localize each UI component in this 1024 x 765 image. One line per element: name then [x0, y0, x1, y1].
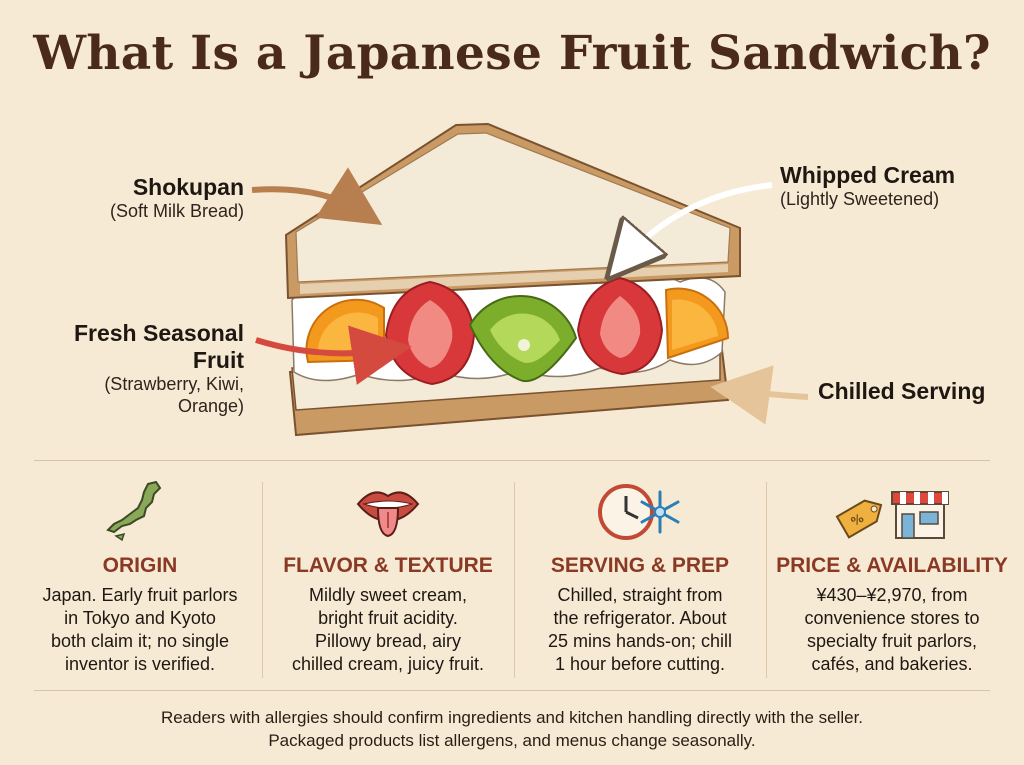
shokupan-label: Shokupan (Soft Milk Bread): [70, 174, 244, 223]
flavor-line: bright fruit acidity.: [318, 608, 458, 628]
origin-column: ORIGIN Japan. Early fruit parlors in Tok…: [20, 478, 260, 676]
fresh-fruit-arrow: [255, 325, 412, 385]
allergy-footer-note: Readers with allergies should confirm in…: [0, 706, 1024, 752]
top-bread-slice: [284, 122, 741, 300]
price-line: convenience stores to: [804, 608, 980, 628]
origin-line: Japan. Early fruit parlors: [42, 585, 238, 605]
orange-slice-right: [664, 287, 730, 360]
flavor-line: Mildly sweet cream,: [308, 585, 468, 605]
flavor-line: chilled cream, juicy fruit.: [291, 654, 485, 674]
shokupan-label-title: Shokupan: [132, 174, 244, 200]
whipped-cream-label: Whipped Cream (Lightly Sweetened): [780, 162, 1010, 211]
footer-line: Readers with allergies should confirm in…: [160, 708, 864, 727]
chilled-serving-arrow: [710, 365, 809, 425]
column-separator: [262, 482, 263, 678]
clock-snowflake-icon: [598, 484, 680, 540]
fresh-fruit-label-title: Fresh Seasonal Fruit: [73, 320, 244, 373]
chilled-serving-label: Chilled Serving: [818, 378, 1008, 405]
whipped-cream-arrow: [622, 182, 773, 262]
flavor-line: Pillowy bread, airy: [314, 631, 462, 651]
serving-line: 25 mins hands-on; chill: [547, 631, 733, 651]
flavor-body: Mildly sweet cream, bright fruit acidity…: [268, 584, 508, 676]
fresh-fruit-label: Fresh Seasonal Fruit (Strawberry, Kiwi, …: [20, 320, 244, 417]
serving-line: 1 hour before cutting.: [554, 654, 726, 674]
footer-line: Packaged products list allergens, and me…: [268, 731, 756, 750]
column-separator: [514, 482, 515, 678]
serving-heading: SERVING & PREP: [550, 554, 730, 577]
chilled-serving-label-title: Chilled Serving: [818, 378, 986, 404]
price-line: ¥430–¥2,970, from: [816, 585, 968, 605]
price-line: specialty fruit parlors,: [806, 631, 978, 651]
mouth-tongue-icon: [356, 491, 420, 538]
serving-body: Chilled, straight from the refrigerator.…: [520, 584, 760, 676]
origin-line: inventor is verified.: [64, 654, 216, 674]
whipped-cream-label-subtitle: (Lightly Sweetened): [780, 189, 940, 209]
strawberry-half-right: [576, 276, 664, 376]
serving-line: the refrigerator. About: [553, 608, 727, 628]
flavor-heading: FLAVOR & TEXTURE: [283, 554, 493, 577]
column-separator: [766, 482, 767, 678]
price-line: cafés, and bakeries.: [811, 654, 973, 674]
flavor-column: FLAVOR & TEXTURE Mildly sweet cream, bri…: [268, 478, 508, 676]
japan-map-icon: [106, 480, 162, 542]
page-title: What Is a Japanese Fruit Sandwich?: [33, 26, 991, 81]
kiwi-slice: [468, 294, 578, 383]
whipped-cream-label-title: Whipped Cream: [780, 162, 956, 188]
price-heading: PRICE & AVAILABILITY: [776, 554, 1008, 577]
origin-body: Japan. Early fruit parlors in Tokyo and …: [20, 584, 260, 676]
fresh-fruit-label-subtitle-line2: Orange): [177, 395, 244, 416]
origin-heading: ORIGIN: [102, 554, 178, 577]
price-tag-store-icon: %: [835, 491, 949, 539]
origin-line: both claim it; no single: [50, 631, 230, 651]
serving-line: Chilled, straight from: [557, 585, 723, 605]
price-body: ¥430–¥2,970, from convenience stores to …: [772, 584, 1012, 676]
price-column: % PRICE & AVAILABILITY ¥430–¥2,970, from…: [772, 478, 1012, 676]
section-divider-bottom: [34, 690, 990, 691]
origin-line: in Tokyo and Kyoto: [64, 608, 216, 628]
section-divider-top: [34, 460, 990, 461]
shokupan-label-subtitle: (Soft Milk Bread): [109, 201, 244, 221]
fresh-fruit-label-subtitle-line1: (Strawberry, Kiwi,: [104, 374, 244, 394]
shokupan-arrow: [251, 167, 383, 225]
serving-column: SERVING & PREP Chilled, straight from th…: [520, 478, 760, 676]
